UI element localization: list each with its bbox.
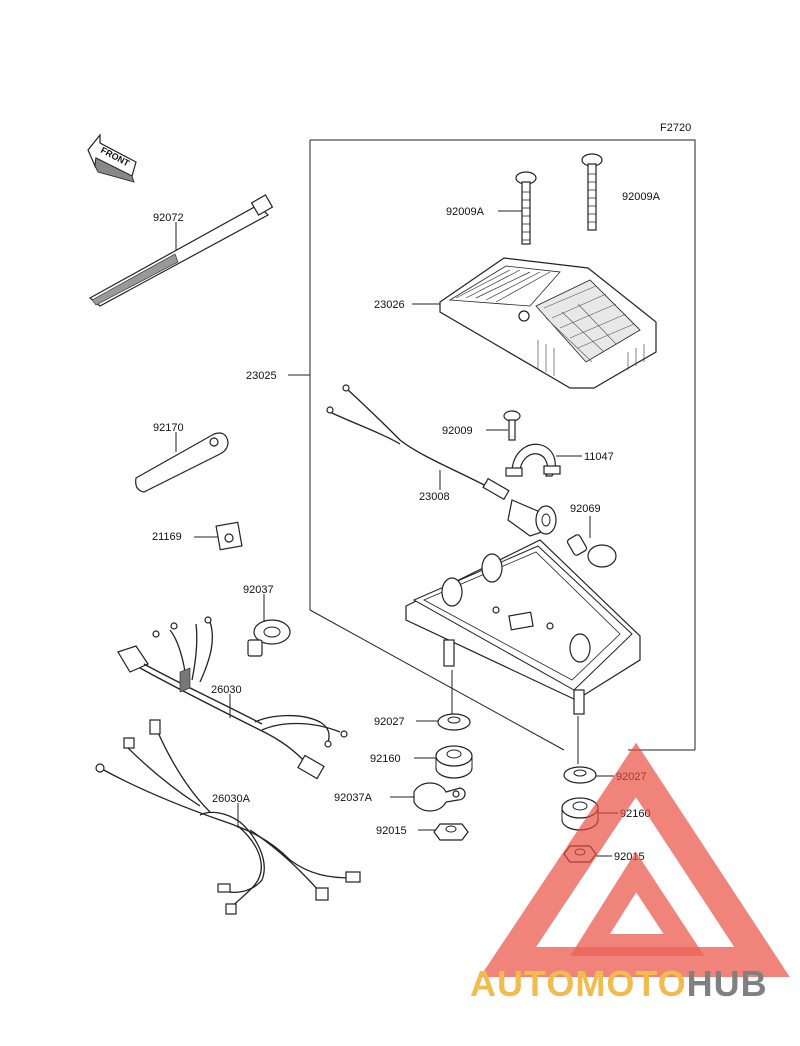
label-11047: 11047 [584, 451, 614, 463]
tail-light-housing [405, 539, 641, 715]
label-23026: 23026 [374, 299, 405, 311]
assembly-box [310, 139, 696, 750]
watermark-triangle [479, 742, 790, 977]
clamp-92037 [247, 619, 291, 657]
label-92037: 92037 [243, 584, 274, 596]
washer-92027-right [563, 766, 597, 784]
watermark-brand-grey: HUB [687, 963, 768, 1004]
clip-21169 [215, 521, 243, 551]
socket-23008 [326, 384, 557, 537]
washer-92027-left [437, 713, 471, 731]
lens-cover-23026 [439, 257, 657, 389]
label-23008: 23008 [419, 491, 450, 503]
front-arrow: FRONT [87, 133, 137, 183]
screw-92009 [503, 410, 521, 441]
watermark-brand: AUTOMOTOHUB [470, 963, 768, 1004]
label-92170: 92170 [153, 422, 184, 434]
label-92015-left: 92015 [376, 825, 407, 837]
bracket-92170 [135, 432, 229, 493]
label-92160-left: 92160 [370, 753, 401, 765]
label-92009a-right: 92009A [622, 191, 661, 203]
label-21169: 21169 [152, 531, 182, 543]
bulb-92069 [566, 534, 617, 568]
screw-92009a-right [581, 153, 603, 231]
label-26030: 26030 [211, 684, 242, 696]
screw-92009a-left [515, 171, 537, 245]
clamp-92037a [413, 782, 466, 812]
grommet-92160-left [435, 745, 473, 779]
label-92009a-left: 92009A [446, 206, 485, 218]
figure-code: F2720 [660, 122, 691, 134]
label-92037a: 92037A [334, 792, 373, 804]
watermark-logo: AUTOMOTOHUB [470, 742, 790, 1004]
label-92069: 92069 [570, 503, 601, 515]
nut-92015-left [433, 823, 469, 841]
label-92027-left: 92027 [374, 716, 405, 728]
label-92072: 92072 [153, 212, 184, 224]
wiring-harness-26030 [117, 616, 348, 780]
wiring-harness-26030a [95, 719, 361, 915]
bracket-11047 [505, 443, 561, 477]
label-23025: 23025 [246, 370, 277, 382]
label-92160-right: 92160 [620, 808, 651, 820]
label-92009: 92009 [442, 425, 473, 437]
cable-tie [88, 194, 274, 307]
watermark-brand-orange: AUTOMOTO [470, 963, 687, 1004]
label-26030a: 26030A [212, 793, 251, 805]
